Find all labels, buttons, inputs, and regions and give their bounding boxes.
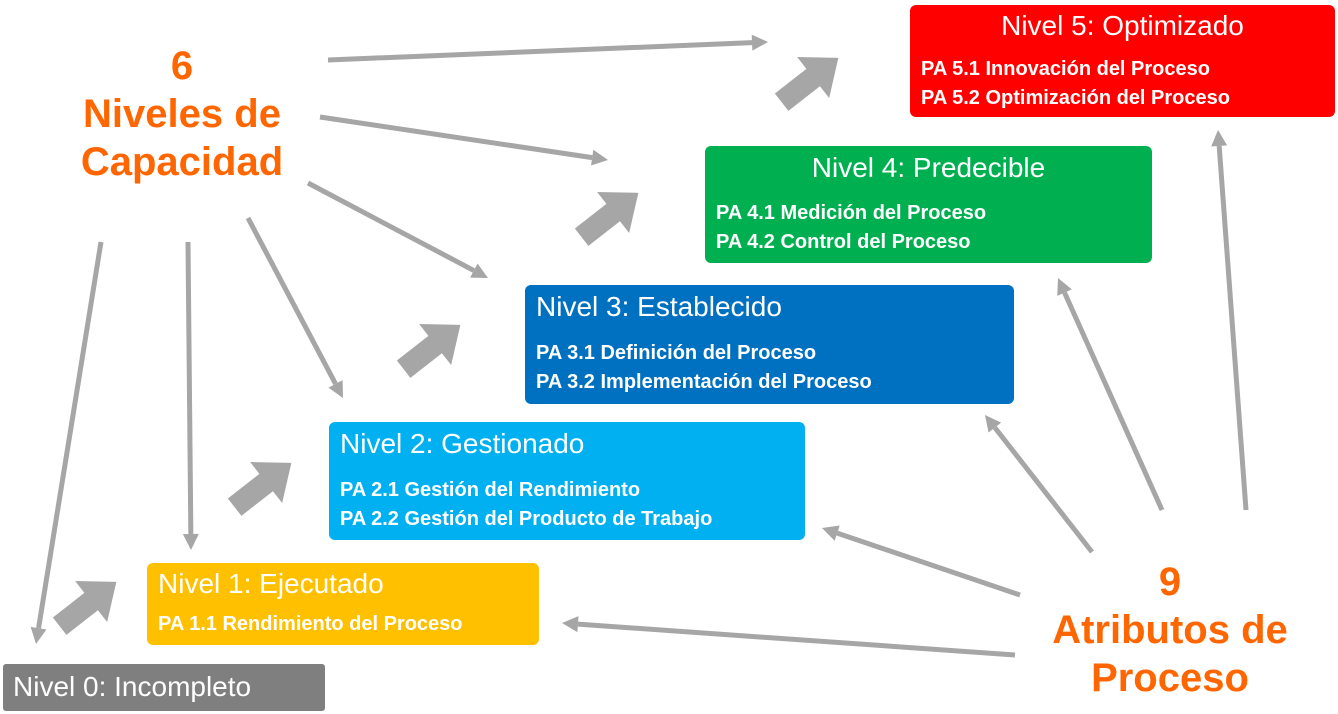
- capability-arrow-level-3-head: [470, 263, 488, 278]
- attributes-arrow-level-5-head: [1211, 130, 1228, 147]
- level-3-title: Nivel 3: Establecido: [536, 291, 782, 322]
- process-attributes-line-1: Atributos de: [1052, 608, 1288, 652]
- attributes-arrow-level-5-line: [1216, 145, 1249, 511]
- attributes-arrow-level-3-head: [985, 415, 1002, 433]
- level-1-box: Nivel 1: Ejecutado PA 1.1 Rendimiento de…: [147, 563, 539, 645]
- capability-arrow-level-5-line: [327, 40, 753, 63]
- level-4-title: Nivel 4: Predecible: [811, 152, 1046, 183]
- capability-arrow-level-4-line: [319, 114, 593, 161]
- capability-arrow-level-2-head: [328, 380, 343, 398]
- level-2-attribute-1: PA 2.1 Gestión del Rendimiento: [340, 479, 641, 501]
- attributes-arrow-level-2-head: [822, 525, 840, 541]
- level-5-box: Nivel 5: Optimizado PA 5.1 Innovación de…: [910, 5, 1335, 117]
- capability-arrow-level-0-line: [36, 241, 104, 629]
- capability-arrow-level-2-line: [245, 216, 338, 386]
- level-2-title: Nivel 2: Gestionado: [340, 428, 585, 459]
- step-up-arrow-1-2: [227, 462, 292, 516]
- process-attributes-number: 9: [1158, 560, 1182, 604]
- level-2-box: Nivel 2: Gestionado PA 2.1 Gestión del R…: [329, 422, 805, 540]
- level-5-attribute-2: PA 5.2 Optimización del Proceso: [921, 87, 1230, 109]
- capability-arrow-level-4-head: [590, 149, 608, 166]
- process-attributes-label: 9 Atributos de Proceso: [1020, 558, 1320, 702]
- capability-levels-number: 6: [170, 44, 194, 88]
- level-4-attribute-2: PA 4.2 Control del Proceso: [716, 231, 971, 253]
- attributes-arrow-level-4-head: [1057, 278, 1072, 296]
- capability-arrow-level-5-head: [751, 34, 768, 51]
- level-5-title: Nivel 5: Optimizado: [1001, 10, 1244, 41]
- step-up-arrow-2-3: [396, 324, 461, 378]
- level-2-attribute-2: PA 2.2 Gestión del Producto de Trabajo: [340, 508, 713, 530]
- attributes-arrow-level-1-line: [577, 621, 1016, 658]
- attributes-arrow-level-1-head: [562, 616, 579, 633]
- capability-arrow-level-0-head: [30, 626, 47, 644]
- level-3-attribute-2: PA 3.2 Implementación del Proceso: [536, 371, 872, 393]
- level-3-box: Nivel 3: Establecido PA 3.1 Definición d…: [525, 285, 1014, 404]
- process-attributes-line-2: Proceso: [1091, 656, 1249, 700]
- level-4-attribute-1: PA 4.1 Medición del Proceso: [716, 202, 987, 224]
- attributes-arrow-level-4-line: [1062, 291, 1165, 512]
- capability-levels-line-1: Niveles de: [83, 92, 281, 136]
- level-1-title: Nivel 1: Ejecutado: [158, 568, 384, 599]
- level-0-title: Nivel 0: Incompleto: [13, 671, 252, 702]
- capability-arrow-level-1-head: [182, 533, 199, 550]
- level-3-attribute-1: PA 3.1 Definición del Proceso: [536, 342, 817, 364]
- capability-arrow-level-3-line: [306, 180, 476, 273]
- level-5-attribute-1: PA 5.1 Innovación del Proceso: [921, 58, 1210, 80]
- level-0-box: Nivel 0: Incompleto: [3, 664, 325, 711]
- attributes-arrow-level-2-line: [836, 530, 1021, 598]
- step-up-arrow-0-1: [52, 581, 117, 635]
- step-up-arrow-3-4: [574, 192, 639, 246]
- attributes-arrow-level-3-line: [992, 426, 1094, 554]
- step-up-arrow-4-5: [774, 57, 839, 111]
- level-4-box: Nivel 4: Predecible PA 4.1 Medición del …: [705, 146, 1152, 263]
- capability-levels-label: 6 Niveles de Capacidad: [52, 42, 312, 186]
- level-1-attribute-1: PA 1.1 Rendimiento del Proceso: [158, 613, 463, 635]
- capability-levels-line-2: Capacidad: [80, 140, 284, 184]
- capability-arrow-level-1-line: [185, 241, 194, 535]
